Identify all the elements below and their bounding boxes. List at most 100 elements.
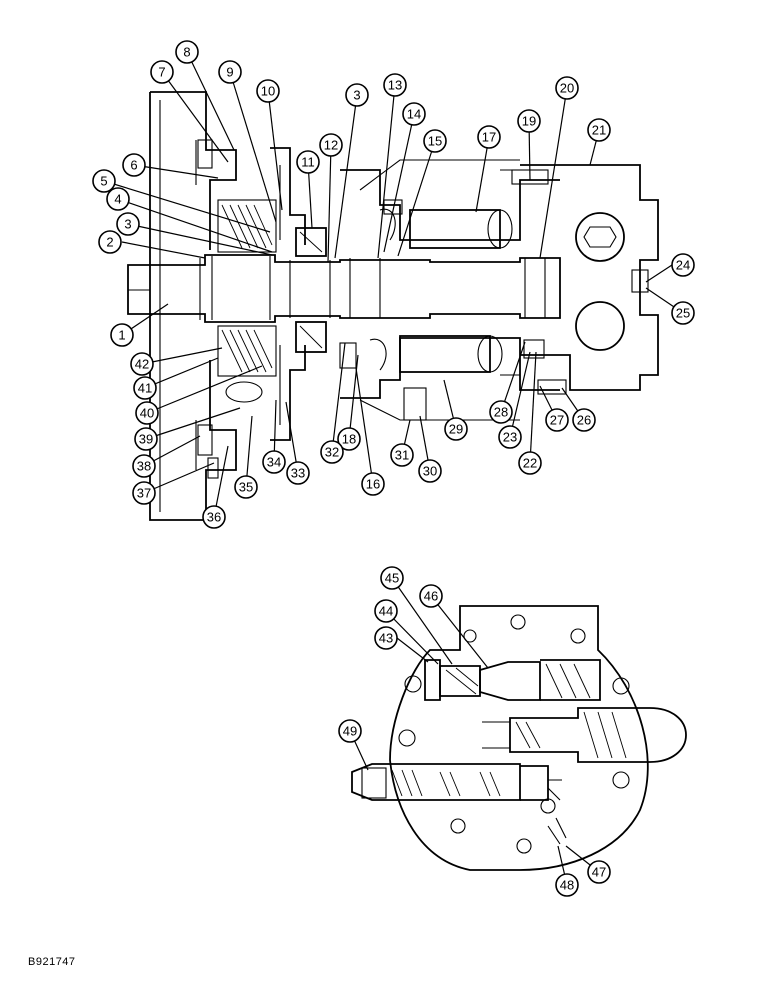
- svg-text:3: 3: [353, 88, 360, 103]
- callout-2: 2: [98, 230, 122, 254]
- svg-text:36: 36: [207, 510, 221, 525]
- callout-28: 28: [489, 400, 513, 424]
- callout-39: 39: [134, 427, 158, 451]
- callout-49: 49: [338, 719, 362, 743]
- svg-text:18: 18: [342, 432, 356, 447]
- svg-text:11: 11: [301, 155, 315, 170]
- callout-14: 14: [402, 102, 426, 126]
- callout-17: 17: [477, 125, 501, 149]
- callout-40: 40: [135, 401, 159, 425]
- svg-text:23: 23: [503, 430, 517, 445]
- svg-text:35: 35: [239, 480, 253, 495]
- callout-48: 48: [555, 873, 579, 897]
- svg-text:25: 25: [676, 306, 690, 321]
- callout-21: 21: [587, 118, 611, 142]
- svg-text:27: 27: [550, 413, 564, 428]
- callout-25: 25: [671, 301, 695, 325]
- svg-text:32: 32: [325, 445, 339, 460]
- svg-text:39: 39: [139, 432, 153, 447]
- callout-34: 34: [262, 450, 286, 474]
- callout-22: 22: [518, 451, 542, 475]
- svg-text:21: 21: [592, 123, 606, 138]
- svg-text:13: 13: [388, 78, 402, 93]
- svg-text:4: 4: [114, 192, 121, 207]
- svg-text:37: 37: [137, 486, 151, 501]
- svg-text:19: 19: [522, 114, 536, 129]
- svg-text:44: 44: [379, 604, 393, 619]
- callout-10: 10: [256, 79, 280, 103]
- svg-text:9: 9: [226, 65, 233, 80]
- callout-9: 9: [218, 60, 242, 84]
- svg-text:20: 20: [560, 81, 574, 96]
- svg-text:3: 3: [124, 217, 131, 232]
- callout-47: 47: [587, 860, 611, 884]
- callout-6: 6: [122, 153, 146, 177]
- svg-text:17: 17: [482, 130, 496, 145]
- callout-46: 46: [419, 584, 443, 608]
- svg-text:2: 2: [106, 235, 113, 250]
- callout-23: 23: [498, 425, 522, 449]
- svg-text:10: 10: [261, 84, 275, 99]
- svg-text:38: 38: [137, 459, 151, 474]
- callout-16: 16: [361, 472, 385, 496]
- svg-text:5: 5: [100, 174, 107, 189]
- svg-text:14: 14: [407, 107, 421, 122]
- svg-text:49: 49: [343, 724, 357, 739]
- svg-text:1: 1: [118, 328, 125, 343]
- callout-12: 12: [319, 133, 343, 157]
- callout-26: 26: [572, 408, 596, 432]
- svg-text:30: 30: [423, 464, 437, 479]
- callout-15: 15: [423, 129, 447, 153]
- callout-5: 5: [92, 169, 116, 193]
- callout-7: 7: [150, 60, 174, 84]
- drawing-number: B921747: [28, 956, 76, 968]
- callout-19: 19: [517, 109, 541, 133]
- svg-text:26: 26: [577, 413, 591, 428]
- callout-37: 37: [132, 481, 156, 505]
- callout-42: 42: [130, 352, 154, 376]
- svg-text:45: 45: [385, 571, 399, 586]
- valve-body-assembly: [351, 605, 687, 871]
- leader-lines: [103, 51, 684, 886]
- svg-text:31: 31: [395, 448, 409, 463]
- callout-45: 45: [380, 566, 404, 590]
- callout-3: 3: [116, 212, 140, 236]
- callout-27: 27: [545, 408, 569, 432]
- callout-32: 32: [320, 440, 344, 464]
- callout-30: 30: [418, 459, 442, 483]
- svg-text:34: 34: [267, 455, 281, 470]
- callout-38: 38: [132, 454, 156, 478]
- callout-18: 18: [337, 427, 361, 451]
- svg-text:28: 28: [494, 405, 508, 420]
- svg-text:41: 41: [138, 381, 152, 396]
- callout-41: 41: [133, 376, 157, 400]
- callout-31: 31: [390, 443, 414, 467]
- motor-cross-section: [127, 91, 659, 521]
- svg-text:6: 6: [130, 158, 137, 173]
- callout-13: 13: [383, 73, 407, 97]
- callout-36: 36: [202, 505, 226, 529]
- callout-4: 4: [106, 187, 130, 211]
- callout-3b: 3: [345, 83, 369, 107]
- svg-text:47: 47: [592, 865, 606, 880]
- svg-text:24: 24: [676, 258, 690, 273]
- svg-text:8: 8: [183, 45, 190, 60]
- svg-text:42: 42: [135, 357, 149, 372]
- callout-29: 29: [444, 417, 468, 441]
- svg-text:40: 40: [140, 406, 154, 421]
- svg-text:29: 29: [449, 422, 463, 437]
- svg-text:48: 48: [560, 878, 574, 893]
- callout-44: 44: [374, 599, 398, 623]
- svg-text:16: 16: [366, 477, 380, 492]
- callout-8: 8: [175, 40, 199, 64]
- callout-20: 20: [555, 76, 579, 100]
- svg-text:43: 43: [379, 631, 393, 646]
- svg-text:15: 15: [428, 134, 442, 149]
- svg-text:7: 7: [158, 65, 165, 80]
- callout-35: 35: [234, 475, 258, 499]
- svg-text:46: 46: [424, 589, 438, 604]
- callout-43: 43: [374, 626, 398, 650]
- callout-24: 24: [671, 253, 695, 277]
- svg-text:12: 12: [324, 138, 338, 153]
